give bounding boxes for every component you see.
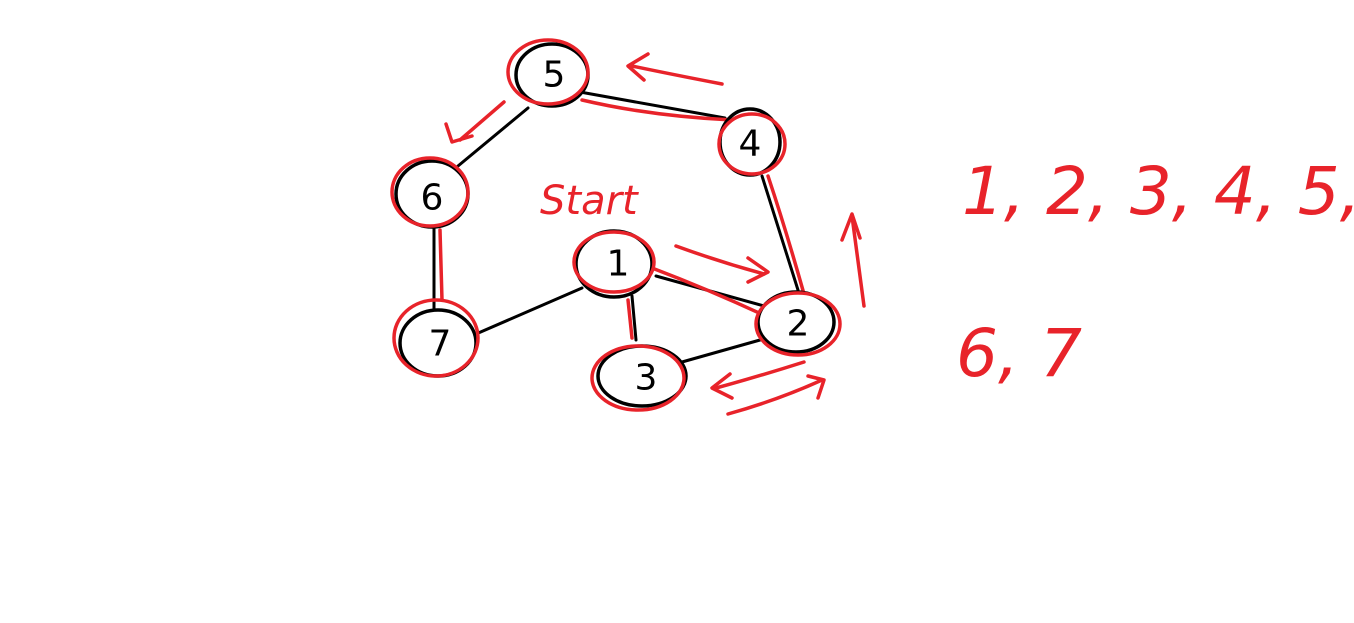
- arrow-right-icon: [674, 244, 770, 284]
- arrow-back-and-forth-icon: [710, 360, 826, 416]
- highlight-1-3: [626, 298, 634, 340]
- node-label: 6: [421, 178, 444, 219]
- edge-1-3: [630, 294, 638, 342]
- node-5: 5: [506, 38, 590, 108]
- node-label: 4: [739, 124, 762, 165]
- traversal-highlights: [438, 98, 806, 340]
- edge-5-4: [578, 90, 727, 120]
- node-2: 2: [754, 290, 842, 357]
- node-label: 2: [787, 304, 810, 345]
- edge-3-2: [680, 338, 762, 364]
- edge-2-4: [760, 174, 800, 292]
- arrow-down-left-icon: [444, 100, 506, 144]
- visit-order-line-1: 1, 2, 3, 4, 5,: [962, 153, 1354, 230]
- node-label: 5: [543, 55, 566, 96]
- node-label: 7: [429, 324, 452, 365]
- arrow-up-icon: [840, 212, 866, 308]
- traversal-arrows: [444, 52, 866, 416]
- edge-7-1: [474, 286, 584, 336]
- node-label: 3: [635, 358, 658, 399]
- highlight-5-4: [580, 98, 734, 122]
- arrow-left-icon: [626, 52, 724, 86]
- node-1: 1: [572, 229, 656, 299]
- edge-5-6: [456, 106, 530, 168]
- node-7: 7: [392, 298, 480, 378]
- node-3: 3: [590, 344, 688, 412]
- highlight-2-4: [766, 174, 806, 296]
- highlight-6-7: [438, 228, 444, 302]
- node-4: 4: [717, 107, 787, 177]
- node-6: 6: [390, 156, 470, 229]
- highlight-1-2: [650, 266, 772, 320]
- node-label: 1: [607, 244, 630, 285]
- start-label: Start: [540, 178, 639, 224]
- visit-order-line-2: 6, 7: [956, 315, 1082, 392]
